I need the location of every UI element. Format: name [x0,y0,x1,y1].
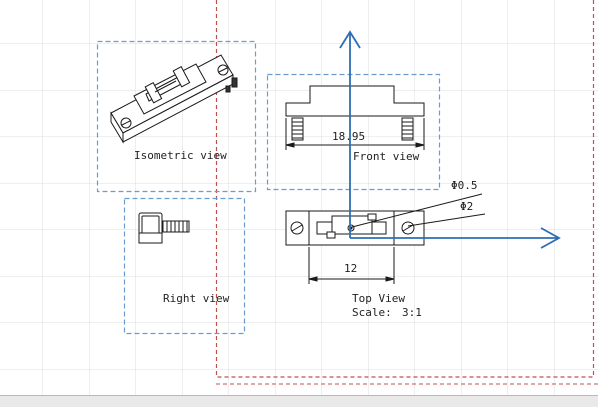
top-dimension-label: 12 [344,262,357,275]
scale-value: 3:1 [402,306,422,319]
right-view-frame [123,197,246,335]
top-part-drawing [285,193,486,284]
isometric-view[interactable]: Isometric view [96,40,257,193]
axis-x-arrow-icon [540,227,561,249]
grid-background [0,0,598,395]
front-view[interactable]: 18.95 Front view [266,73,441,191]
right-part-drawing [138,212,190,244]
front-part-drawing [285,85,425,150]
drawing-canvas[interactable]: Isometric view 18.95 Front view [0,0,598,395]
top-view[interactable]: Φ0.5 Φ2 12 Top View Scale: 3:1 [285,179,486,319]
front-view-caption: Front view [353,150,420,163]
right-view-caption: Right view [163,292,230,305]
axis-system[interactable] [339,30,561,249]
axis-y-arrow-icon [339,30,361,49]
right-view[interactable]: Right view [123,197,246,335]
front-view-frame [266,73,441,191]
top-view-caption: Top View [352,292,405,305]
isometric-view-caption: Isometric view [134,149,227,162]
scale-label: Scale: [352,306,392,319]
isometric-view-frame [96,40,257,193]
top-hole-small-label: Φ0.5 [451,179,478,192]
front-dimension-label: 18.95 [332,130,365,143]
status-bar [0,395,598,407]
isometric-part-drawing [110,54,238,144]
top-hole-large-label: Φ2 [460,200,473,213]
